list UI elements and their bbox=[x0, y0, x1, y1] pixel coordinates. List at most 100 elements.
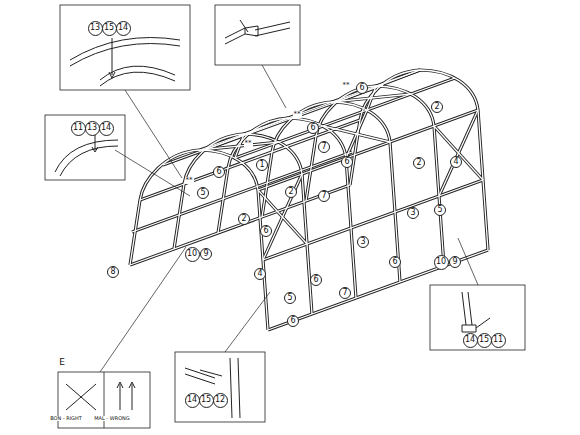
leader-line bbox=[225, 292, 270, 352]
callout-number: 7 bbox=[318, 141, 330, 153]
callout-text: 4 bbox=[453, 158, 458, 166]
callout-text: 4 bbox=[257, 270, 262, 278]
tube-core bbox=[268, 250, 488, 330]
tube-outline bbox=[306, 86, 444, 266]
callout-text: 14 bbox=[101, 124, 111, 132]
tube-outline bbox=[263, 180, 483, 260]
callout-number: 14 bbox=[99, 121, 114, 136]
tube-outline bbox=[346, 110, 367, 158]
callout-number: 2 bbox=[285, 186, 297, 198]
callout-text: 6 bbox=[263, 227, 268, 235]
callout-number: 14 bbox=[463, 333, 478, 348]
callout-text: 15 bbox=[479, 336, 489, 344]
callout-text: 5 bbox=[437, 206, 442, 214]
tube-core bbox=[174, 134, 312, 314]
callout-number: 7 bbox=[339, 287, 351, 299]
tube-core bbox=[439, 110, 478, 196]
bolt-sketch bbox=[109, 38, 115, 78]
tube-outline bbox=[235, 78, 455, 158]
tube-outline bbox=[339, 70, 420, 101]
callout-text: 14 bbox=[118, 24, 128, 32]
pin-sketch bbox=[200, 370, 222, 376]
callout-text: 8 bbox=[110, 268, 115, 276]
callout-number: 6 bbox=[260, 225, 272, 237]
tube-outline bbox=[439, 110, 478, 196]
tube-sketch bbox=[55, 140, 118, 176]
tube-core bbox=[263, 180, 483, 260]
callout-number: 15 bbox=[102, 21, 117, 36]
tube-core bbox=[200, 70, 420, 150]
callout-text: 9 bbox=[203, 250, 208, 258]
callout-text: 15 bbox=[104, 24, 114, 32]
leader-line bbox=[115, 150, 190, 196]
tube-outline bbox=[207, 118, 288, 149]
leader-line bbox=[262, 65, 286, 108]
callout-number: 14 bbox=[185, 393, 200, 408]
detail-letter: E bbox=[58, 358, 66, 367]
tube-core bbox=[346, 110, 367, 158]
parallel-sketch bbox=[117, 382, 135, 410]
callout-number: 6 bbox=[213, 166, 225, 178]
tube-outline bbox=[130, 185, 350, 265]
callout-number: 5 bbox=[284, 292, 296, 304]
callout-number: 14 bbox=[116, 21, 131, 36]
callout-number: 9 bbox=[200, 248, 212, 260]
joint-mark: ** bbox=[342, 82, 351, 89]
callout-number: 2 bbox=[238, 213, 250, 225]
callout-text: 7 bbox=[342, 289, 347, 297]
joint-mark: ** bbox=[185, 177, 194, 184]
callout-text: 10 bbox=[436, 258, 446, 266]
callout-text: 14 bbox=[187, 396, 197, 404]
callout-text: 1 bbox=[259, 161, 264, 169]
callout-number: 6 bbox=[389, 256, 401, 268]
callout-number: 15 bbox=[477, 333, 492, 348]
inset-box bbox=[45, 115, 125, 180]
callout-text: 11 bbox=[73, 124, 83, 132]
callout-number: 13 bbox=[85, 121, 100, 136]
callout-number: 5 bbox=[434, 204, 446, 216]
tube-core bbox=[376, 85, 383, 86]
callout-text: 12 bbox=[215, 396, 225, 404]
callout-number: 10 bbox=[185, 247, 200, 262]
inset-box bbox=[60, 5, 190, 90]
tube-core bbox=[339, 70, 420, 101]
callout-text: 6 bbox=[344, 158, 349, 166]
callout-number: 11 bbox=[71, 121, 86, 136]
callout-text: 6 bbox=[310, 124, 315, 132]
tube-core bbox=[244, 133, 251, 134]
callout-number: 9 bbox=[449, 256, 461, 268]
callout-number: 4 bbox=[450, 156, 462, 168]
inset-caption: BON - RIGHT bbox=[49, 416, 83, 421]
callout-number: 11 bbox=[491, 333, 506, 348]
callout-text: 3 bbox=[410, 209, 415, 217]
callout-number: 5 bbox=[197, 187, 209, 199]
callout-number: 2 bbox=[431, 101, 443, 113]
callout-text: 2 bbox=[288, 188, 293, 196]
callout-text: 14 bbox=[465, 336, 475, 344]
pin-sketch bbox=[240, 20, 248, 32]
tube-core bbox=[235, 78, 455, 158]
tube-sketch bbox=[225, 22, 290, 44]
joint-mark: ** bbox=[293, 111, 302, 118]
leader-line bbox=[100, 247, 186, 372]
screw-sketch bbox=[476, 318, 490, 328]
tube-outline bbox=[350, 70, 488, 250]
tube-core bbox=[258, 110, 478, 190]
cross-sketch bbox=[66, 384, 96, 410]
callout-number: 8 bbox=[107, 266, 119, 278]
tube-core bbox=[306, 86, 444, 266]
tube-sketch bbox=[70, 38, 180, 67]
callout-text: 6 bbox=[290, 317, 295, 325]
callout-text: 5 bbox=[287, 294, 292, 302]
callout-number: 6 bbox=[356, 82, 368, 94]
callout-text: 15 bbox=[201, 396, 211, 404]
tube-core bbox=[207, 118, 288, 149]
callout-text: 5 bbox=[200, 189, 205, 197]
callout-number: 12 bbox=[213, 393, 228, 408]
inset-box bbox=[430, 285, 525, 350]
callout-text: 7 bbox=[321, 143, 326, 151]
callout-number: 4 bbox=[254, 268, 266, 280]
callout-number: 7 bbox=[318, 190, 330, 202]
callout-text: 6 bbox=[359, 84, 364, 92]
